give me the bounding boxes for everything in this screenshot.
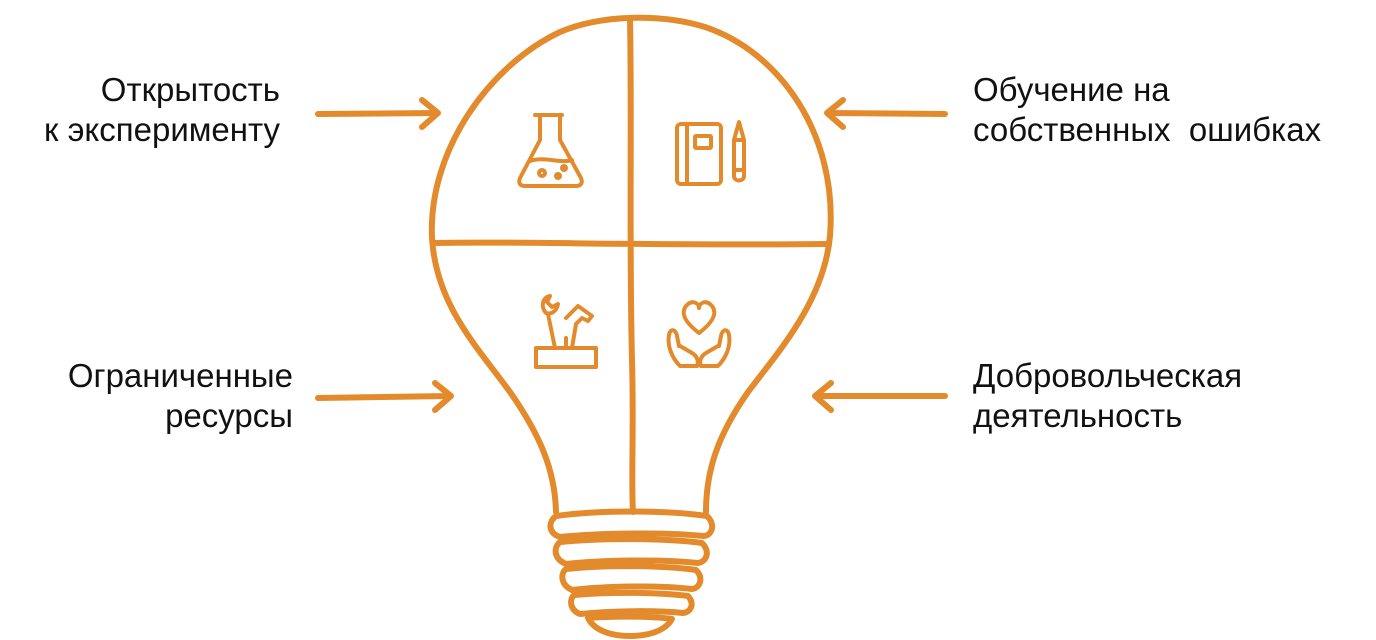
arrow-top-left xyxy=(315,97,441,130)
base-thread xyxy=(559,563,704,593)
label-line: ресурсы xyxy=(165,397,293,434)
base-tip xyxy=(585,613,675,639)
base-thread xyxy=(552,536,710,567)
label-line: Открытость xyxy=(100,71,280,108)
label-line: к эксперименту xyxy=(43,111,280,148)
base-thread xyxy=(547,508,716,540)
toolbox-icon xyxy=(534,294,598,369)
label-line: деятельность xyxy=(973,397,1183,434)
flask-icon xyxy=(517,113,584,188)
label-line: Добровольческая xyxy=(973,357,1243,394)
arrow-bottom-right xyxy=(812,380,948,413)
label-line: Обучение на xyxy=(973,71,1170,108)
arrow-top-right xyxy=(824,97,948,130)
bulb-divider-horizontal xyxy=(431,239,831,248)
arrow-bottom-left xyxy=(315,380,454,413)
label-openness-to-experiment: Открытость к эксперименту xyxy=(44,70,280,150)
base-thread xyxy=(568,589,695,617)
notebook-pencil-icon xyxy=(675,120,746,186)
bulb-divider-vertical xyxy=(627,15,636,515)
label-line: собственных ошибках xyxy=(973,111,1322,148)
label-line: Ограниченные xyxy=(67,357,293,394)
hands-heart-icon xyxy=(666,300,732,368)
label-volunteering: Добровольческая деятельность xyxy=(973,356,1242,436)
label-limited-resources: Ограниченные ресурсы xyxy=(68,356,293,436)
label-learning-from-mistakes: Обучение на собственных ошибках xyxy=(973,70,1321,150)
